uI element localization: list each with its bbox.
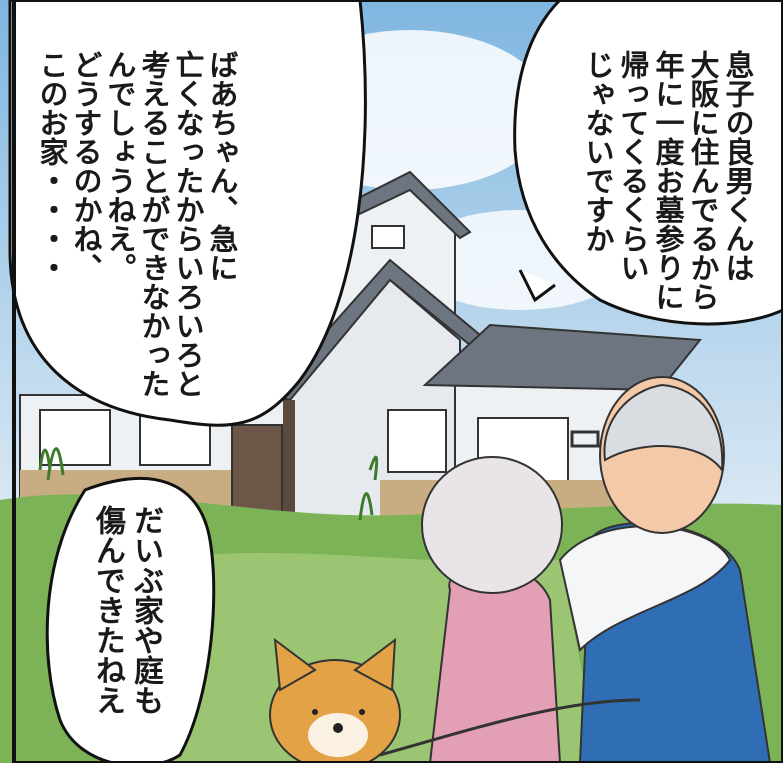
speech-line: 亡くなったからいろいろと xyxy=(171,50,205,398)
speech-line: 息子の良男くんは xyxy=(721,50,755,282)
dog-eye xyxy=(359,709,365,715)
speech-bubble-tail xyxy=(518,269,556,303)
house-upper-window xyxy=(371,225,405,249)
grandpa-scarf xyxy=(558,525,732,652)
grandma-hoodie xyxy=(428,564,562,763)
dog-ear-left xyxy=(273,637,317,692)
grandma-hair xyxy=(421,456,563,594)
house-window xyxy=(39,409,111,466)
speech-bubble-grandma xyxy=(8,0,367,427)
dog-leash xyxy=(379,698,641,757)
speech-line: じゃないですか xyxy=(581,50,615,253)
house-right-roof xyxy=(422,323,702,392)
grandma-speech-text: ばあちゃん、急に 亡くなったからいろいろと 考えることができなかった んでしょう… xyxy=(35,50,239,398)
speech-line: ばあちゃん、急に xyxy=(205,50,239,282)
speech-bubble-grandpa xyxy=(513,0,783,326)
grandpa-glasses xyxy=(570,430,600,448)
grandpa-hair xyxy=(603,383,724,473)
speech-line: 帰ってくるくらい xyxy=(616,50,650,282)
dog-ear-right xyxy=(353,637,397,692)
speech-line: 年に一度お墓参りに xyxy=(651,50,685,311)
grandpa-speech-text: 息子の良男くんは 大阪に住んでるから 年に一度お墓参りに 帰ってくるくらい じゃ… xyxy=(580,50,755,311)
speech-line: んでしょうねえ。 xyxy=(103,50,137,282)
front-door xyxy=(231,424,283,526)
house-window xyxy=(387,409,447,473)
dog-nose xyxy=(333,723,343,733)
speech-line: 傷んできたねえ xyxy=(90,505,125,715)
speech-line: 大阪に住んでるから xyxy=(686,50,720,311)
house-speech-text: だいぶ家や庭も 傷んできたねえ xyxy=(88,505,164,715)
dog-muzzle xyxy=(308,713,368,757)
speech-line: どうするのかね、 xyxy=(69,50,103,282)
weeds xyxy=(38,447,379,521)
speech-line: 考えることができなかった xyxy=(137,50,171,398)
panel-frame xyxy=(12,0,783,763)
dog-eye xyxy=(312,709,318,715)
speech-bubble-house xyxy=(45,476,216,763)
speech-line: このお家・・・・ xyxy=(35,50,69,282)
speech-line: だいぶ家や庭も xyxy=(128,505,163,715)
